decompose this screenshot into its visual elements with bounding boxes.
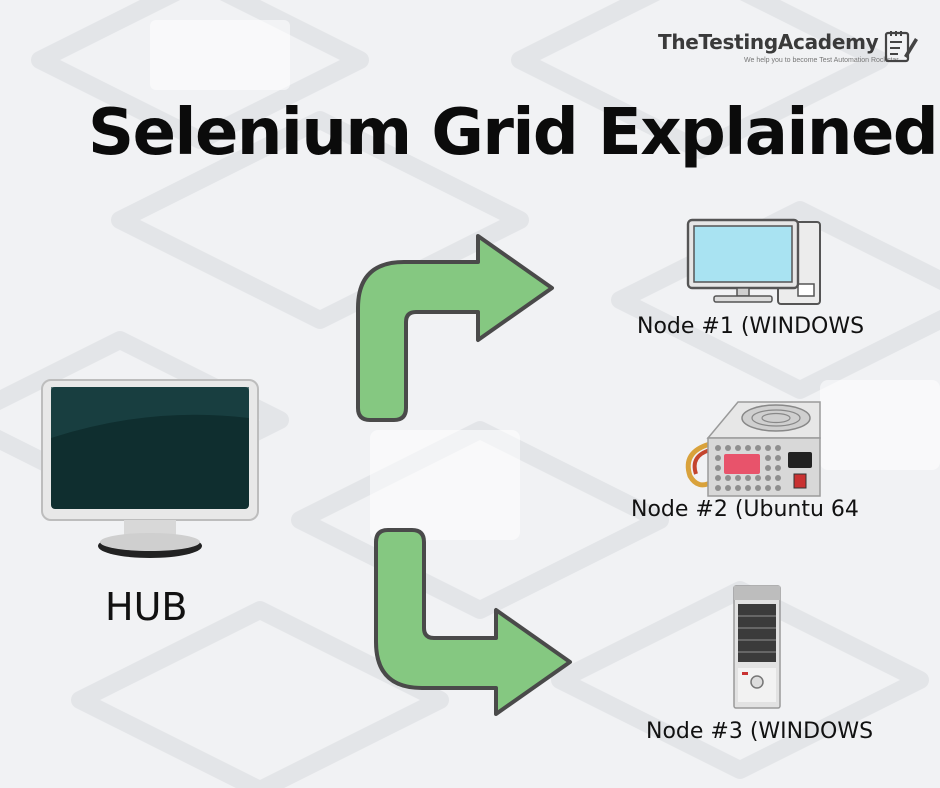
power-supply-icon <box>685 401 821 497</box>
node1-label: Node #1 (WINDOWS <box>637 314 865 339</box>
hub-monitor-icon <box>41 379 259 558</box>
page-title: Selenium Grid Explained <box>88 96 939 170</box>
notepad-pencil-icon <box>884 31 918 63</box>
brand-logo: TheTestingAcademy We help you to become … <box>658 30 920 70</box>
hub-label: HUB <box>105 585 188 629</box>
desktop-monitor-icon <box>686 218 821 305</box>
brand-tagline: We help you to become Test Automation Ro… <box>744 57 899 64</box>
brand-name: TheTestingAcademy <box>658 30 879 54</box>
arrow-to-node3-icon <box>374 528 572 716</box>
arrow-to-node1-icon <box>356 234 554 422</box>
node3-label: Node #3 (WINDOWS <box>646 719 874 744</box>
node2-label: Node #2 (Ubuntu 64 <box>631 497 859 522</box>
tower-pc-icon <box>733 585 781 709</box>
